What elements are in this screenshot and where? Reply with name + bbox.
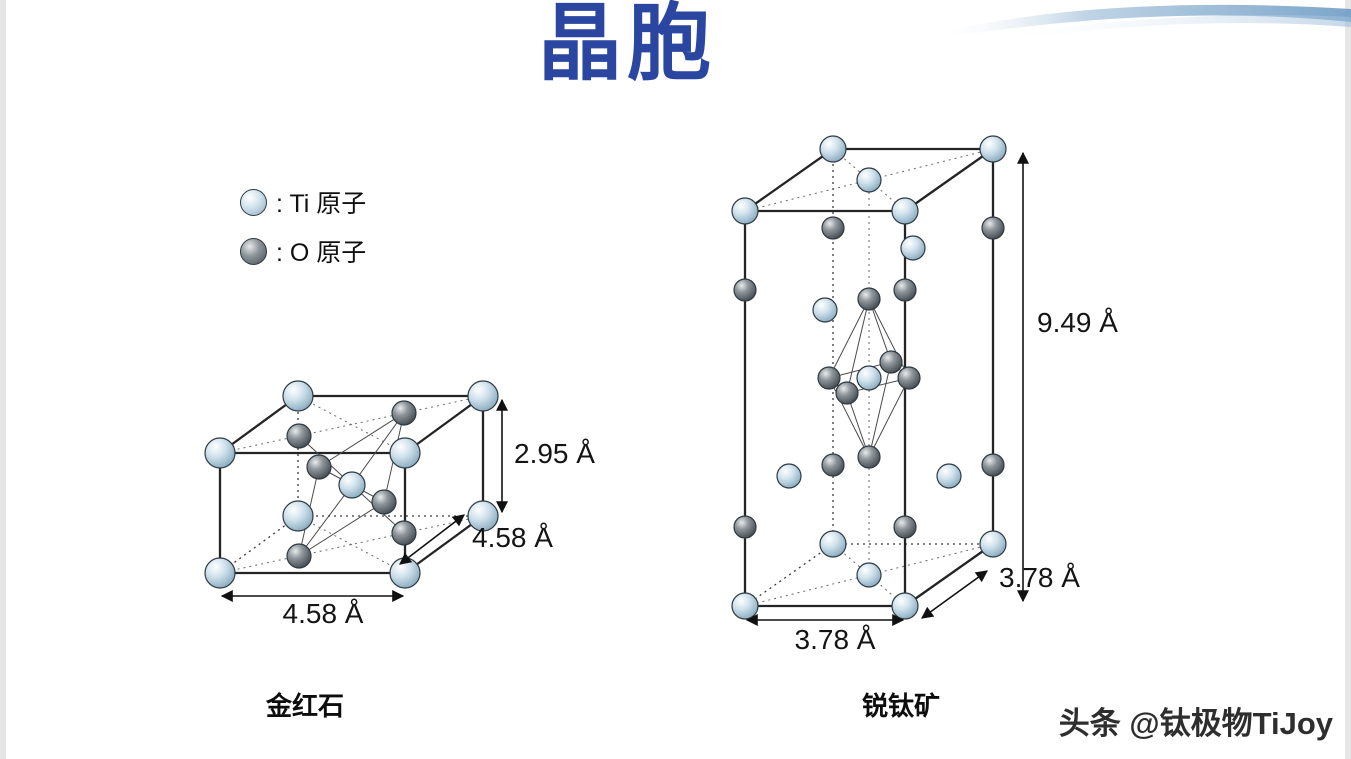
legend-item-ti: : Ti 原子: [240, 184, 366, 220]
o-atom-icon: [240, 237, 267, 265]
rutile-name-label: 金红石: [266, 691, 345, 721]
o-atom: [306, 454, 332, 480]
ti-atom: [776, 463, 802, 489]
o-atom: [893, 278, 917, 302]
ti-atom: [338, 471, 366, 499]
ti-atom: [731, 592, 759, 620]
o-atom: [981, 453, 1005, 477]
anatase-height-label: 9.49 Å: [1037, 307, 1118, 338]
dimension-arrows: [745, 151, 1029, 626]
o-atom: [286, 543, 312, 569]
o-atom: [391, 520, 417, 546]
o-atom: [835, 381, 859, 405]
rutile-structure-drawing: [204, 380, 508, 602]
right-edge-strip: [1345, 0, 1351, 759]
ti-atom: [891, 592, 919, 620]
rutile-unit-cell: 2.95 Å 4.58 Å 4.58 Å: [180, 338, 640, 643]
ti-atom: [979, 135, 1007, 163]
ti-atom: [467, 500, 499, 532]
rutile-height-label: 2.95 Å: [514, 438, 595, 469]
ti-atom: [204, 437, 236, 469]
o-atom: [981, 216, 1005, 240]
ti-atom: [467, 380, 499, 412]
hidden-cell-edges: [744, 149, 993, 607]
o-atom: [733, 278, 757, 302]
ti-atom: [819, 135, 847, 163]
legend-label-o: : O 原子: [276, 239, 367, 267]
ti-atom: [389, 557, 421, 589]
atoms: [731, 135, 1007, 620]
ti-atom: [389, 437, 421, 469]
left-edge-strip: [0, 0, 6, 759]
anatase-width-label: 3.78 Å: [794, 624, 876, 655]
anatase-unit-cell: 9.49 Å 3.78 Å 3.78 Å: [715, 106, 1145, 666]
anatase-name-label: 锐钛矿: [862, 691, 941, 721]
o-atom: [897, 366, 921, 390]
legend-label-ti: : Ti 原子: [276, 190, 367, 218]
dimension-arrows: [220, 398, 508, 602]
ti-atom: [856, 562, 882, 588]
depth-dimension-arrow: [399, 514, 465, 565]
ti-atom: [282, 500, 314, 532]
o-atom: [817, 366, 841, 390]
ti-atom: [819, 530, 847, 558]
anatase-depth-label: 3.78 Å: [999, 562, 1080, 593]
swoosh-decoration: [941, 4, 1351, 40]
o-atom: [857, 287, 881, 311]
ti-atom: [731, 197, 759, 225]
o-atom: [371, 489, 397, 515]
o-atom: [286, 423, 312, 449]
ti-atom: [282, 380, 314, 412]
o-atom: [391, 400, 417, 426]
o-atom: [879, 350, 903, 374]
atom-legend: : Ti 原子 : O 原子: [240, 184, 366, 269]
ti-atom: [891, 197, 919, 225]
ti-atom: [936, 463, 962, 489]
ti-atom: [900, 235, 926, 261]
face-diagonal-guides: [219, 395, 484, 574]
page-title: 晶胞: [538, 0, 717, 91]
o-atom: [733, 515, 757, 539]
o-atom: [893, 515, 917, 539]
legend-item-o: : O 原子: [240, 233, 366, 269]
o-atom: [857, 445, 881, 469]
o-atom: [821, 453, 845, 477]
anatase-structure-drawing: [731, 135, 1029, 626]
ti-atom-icon: [240, 188, 267, 216]
atoms: [204, 380, 499, 589]
ti-atom: [856, 365, 882, 391]
rutile-depth-label: 4.58 Å: [472, 522, 553, 553]
rutile-width-label: 4.58 Å: [282, 598, 364, 629]
watermark: 头条 @钛极物TiJoy: [1058, 706, 1333, 741]
depth-dimension-arrow: [921, 570, 988, 619]
ti-atom: [204, 557, 236, 589]
ti-atom: [856, 167, 882, 193]
o-atom: [821, 216, 845, 240]
ti-atom: [979, 530, 1007, 558]
ti-atom: [812, 297, 838, 323]
